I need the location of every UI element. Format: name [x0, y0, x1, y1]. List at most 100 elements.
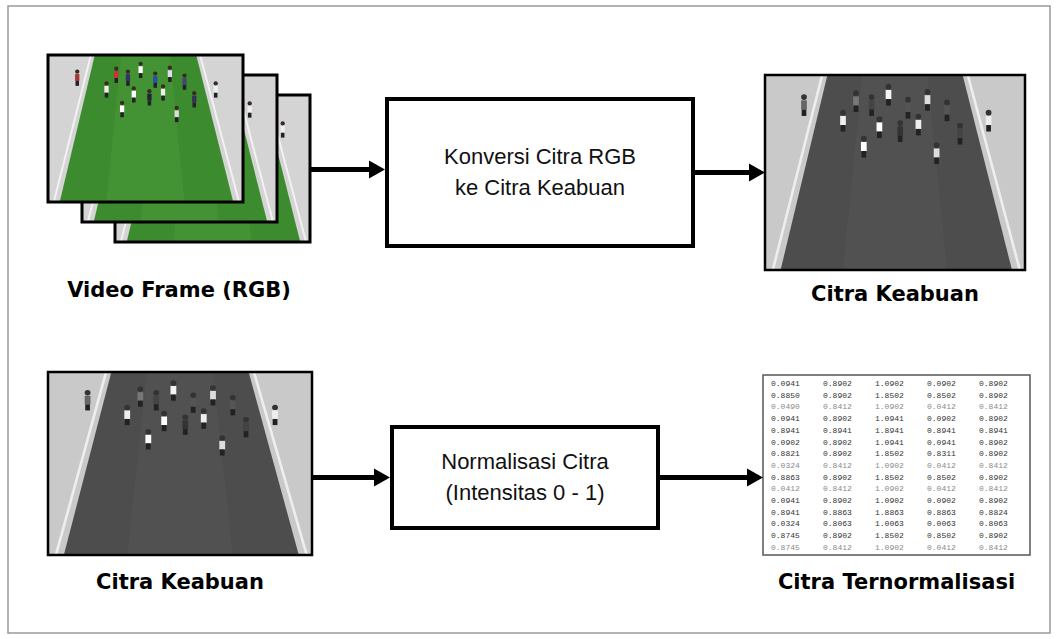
- matrix-cell: 1.8941: [875, 426, 904, 436]
- matrix-cell: 0.0412: [927, 484, 956, 494]
- matrix-cell: 0.0412: [927, 543, 956, 553]
- matrix-cell: 0.8941: [771, 426, 800, 436]
- matrix-cell: 0.8902: [979, 438, 1008, 448]
- matrix-cell: 1.0063: [875, 519, 904, 529]
- matrix-cell: 0.0902: [771, 438, 800, 448]
- grayscale-image: Citra Keabuan: [48, 372, 312, 555]
- matrix-cell: 1.0902: [875, 402, 904, 412]
- matrix-cell: 0.8902: [979, 496, 1008, 506]
- video-frame-stack: Video Frame (RGB): [48, 55, 310, 242]
- matrix-cell: 0.8412: [979, 461, 1008, 471]
- matrix-cell: 0.8063: [823, 519, 852, 529]
- matrix-cell: 0.8502: [927, 531, 956, 541]
- matrix-cell: 0.8063: [979, 519, 1008, 529]
- process-box: Konversi Citra RGB ke Citra Keabuan: [385, 97, 695, 248]
- matrix-cell: 0.8412: [979, 543, 1008, 553]
- matrix-cell: 0.8412: [823, 543, 852, 553]
- matrix-cell: 1.8502: [875, 473, 904, 483]
- matrix-cell: 0.8902: [823, 496, 852, 506]
- matrix-cell: 0.8941: [979, 426, 1008, 436]
- matrix-cell: 0.0412: [927, 402, 956, 412]
- normalized-matrix: Citra Ternormalisasi0.09410.89021.09020.…: [763, 375, 1030, 555]
- matrix-cell: 0.8412: [823, 484, 852, 494]
- matrix-cell: 0.8502: [927, 473, 956, 483]
- matrix-cell: 0.8902: [823, 391, 852, 401]
- flow-arrow: [312, 469, 390, 487]
- image-caption: Citra Keabuan: [96, 570, 264, 594]
- matrix-cell: 0.8745: [771, 531, 800, 541]
- matrix-cell: 0.8850: [771, 391, 800, 401]
- matrix-cell: 0.8745: [771, 543, 800, 553]
- matrix-cell: 0.8902: [823, 414, 852, 424]
- outer-frame: [8, 6, 1050, 633]
- arrow-shaft: [310, 167, 371, 172]
- matrix-cell: 0.8412: [823, 402, 852, 412]
- matrix-cell: 0.0941: [771, 496, 800, 506]
- matrix-cell: 0.8821: [771, 449, 800, 459]
- matrix-cell: 1.0902: [875, 484, 904, 494]
- matrix-cell: 0.8941: [823, 426, 852, 436]
- matrix-cell: 0.0902: [927, 496, 956, 506]
- grayscale-image: Citra Keabuan: [765, 75, 1025, 270]
- matrix-cell: 0.8502: [927, 391, 956, 401]
- matrix-cell: 0.8412: [979, 484, 1008, 494]
- matrix-cell: 0.8902: [823, 449, 852, 459]
- matrix-cell: 0.8941: [771, 508, 800, 518]
- matrix-cell: 0.8941: [927, 426, 956, 436]
- arrow-shaft: [695, 170, 751, 175]
- matrix-cell: 0.0063: [927, 519, 956, 529]
- video-frame-front: [48, 55, 243, 202]
- matrix-cell: 0.8412: [979, 402, 1008, 412]
- matrix-cell: 0.8902: [979, 414, 1008, 424]
- matrix-border: [763, 375, 1030, 555]
- matrix-cell: 0.0324: [771, 461, 800, 471]
- matrix-cell: 1.8502: [875, 391, 904, 401]
- matrix-cell: 1.8863: [875, 508, 904, 518]
- matrix-cell: 0.0941: [927, 438, 956, 448]
- matrix-cell: 0.0490: [771, 402, 800, 412]
- matrix-cell: 0.8902: [823, 473, 852, 483]
- matrix-cell: 0.8863: [927, 508, 956, 518]
- arrow-head: [747, 469, 763, 487]
- matrix-cell: 0.8311: [927, 449, 956, 459]
- matrix-cell: 0.8902: [823, 438, 852, 448]
- process-label: Normalisasi Citra (Intensitas 0 - 1): [423, 447, 628, 509]
- matrix-cell: 0.8902: [823, 379, 852, 389]
- matrix-cell: 1.0902: [875, 379, 904, 389]
- matrix-cell: 1.0902: [875, 543, 904, 553]
- flow-arrow: [310, 161, 385, 179]
- process-box: Normalisasi Citra (Intensitas 0 - 1): [390, 425, 660, 530]
- process-label: Konversi Citra RGB ke Citra Keabuan: [438, 142, 643, 204]
- arrow-head: [749, 164, 765, 182]
- grayscale-image: [48, 372, 312, 555]
- frame-border: [48, 55, 243, 202]
- grayscale-image: [765, 75, 1025, 270]
- matrix-cell: 0.8412: [823, 461, 852, 471]
- matrix-cell: 1.8502: [875, 449, 904, 459]
- arrow-head: [369, 161, 385, 179]
- matrix-cell: 0.8902: [823, 531, 852, 541]
- flow-arrow: [660, 469, 763, 487]
- arrow-shaft: [312, 475, 376, 480]
- matrix-cell: 0.8902: [979, 391, 1008, 401]
- image-border: [765, 75, 1025, 270]
- matrix-cell: 0.0941: [771, 379, 800, 389]
- matrix-cell: 0.0324: [771, 519, 800, 529]
- matrix-cell: 0.8902: [979, 379, 1008, 389]
- arrow-head: [374, 469, 390, 487]
- matrix-cell: 0.0902: [927, 379, 956, 389]
- matrix-cell: 0.0412: [771, 484, 800, 494]
- matrix-cell: 1.0902: [875, 496, 904, 506]
- image-caption: Citra Ternormalisasi: [778, 570, 1015, 594]
- matrix-cell: 0.0902: [927, 414, 956, 424]
- matrix-cell: 0.8824: [979, 508, 1008, 518]
- matrix-cell: 0.0412: [927, 461, 956, 471]
- matrix-cell: 1.0941: [875, 414, 904, 424]
- arrow-shaft: [660, 475, 749, 480]
- matrix-cell: 1.0902: [875, 461, 904, 471]
- matrix-cell: 0.0941: [771, 414, 800, 424]
- matrix-cell: 0.8863: [823, 508, 852, 518]
- matrix-cell: 1.8502: [875, 531, 904, 541]
